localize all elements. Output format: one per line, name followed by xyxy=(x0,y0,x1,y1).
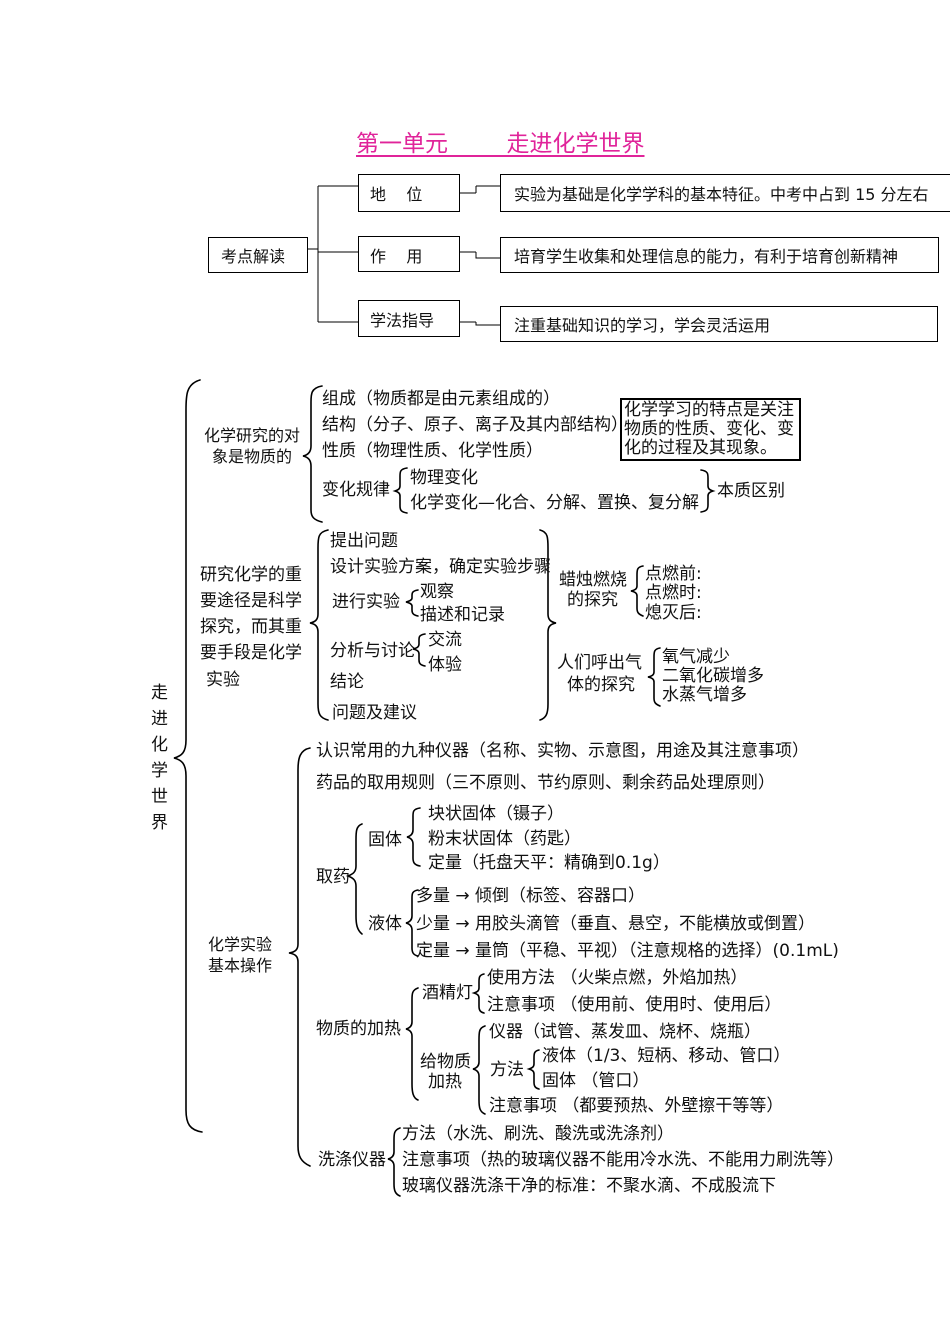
sec2-step: 问题及建议 xyxy=(332,703,417,723)
sec2-step: 分析与讨论 xyxy=(330,641,415,661)
breath-head-line: 体的探究 xyxy=(567,675,635,695)
sec2-head-line: 研究化学的重 xyxy=(200,565,302,585)
sec2-substep: 交流 xyxy=(428,630,462,650)
overview-root-label: 考点解读 xyxy=(221,247,286,266)
overview-item-box xyxy=(358,300,460,337)
heat-instr: 仪器（试管、蒸发皿、烧杯、烧瓶） xyxy=(489,1022,761,1042)
take-label: 取药 xyxy=(316,867,350,887)
sec2-step: 设计实验方案，确定实验步骤 xyxy=(330,557,551,577)
sec2-substep: 描述和记录 xyxy=(420,605,505,625)
sec1-note-box xyxy=(620,398,801,461)
liquid-item: 定量 → 量筒（平稳、平视）（注意规格的选择）(0.1mL) xyxy=(416,941,839,961)
heat-label: 物质的加热 xyxy=(316,1019,401,1039)
sec3-line: 药品的取用规则（三不原则、节约原则、剩余药品处理原则） xyxy=(316,773,775,793)
breath-item: 二氧化碳增多 xyxy=(662,666,764,686)
map-root-char: 进 xyxy=(151,709,168,729)
sec1-item: 结构（分子、原子、离子及其内部结构） xyxy=(322,415,628,435)
overview-desc-box xyxy=(500,306,938,342)
sec2-substep: 体验 xyxy=(428,655,462,675)
solid-item: 块状固体（镊子） xyxy=(428,804,564,824)
sec1-note-line: 化的过程及其现象。 xyxy=(624,438,777,458)
solid-item: 粉末状固体（药匙） xyxy=(428,829,581,849)
heat-caution: 注意事项 （都要预热、外壁擦干等等） xyxy=(489,1096,784,1116)
candle-item: 点燃前: xyxy=(645,564,702,584)
candle-head-line: 的探究 xyxy=(567,590,618,610)
breath-head-line: 人们呼出气 xyxy=(557,653,642,673)
sec2-head-line: 要途径是科学 xyxy=(200,591,302,611)
overview-item-label: 地 位 xyxy=(370,185,423,204)
sec1-head-line: 象是物质的 xyxy=(212,447,293,466)
wash-item: 注意事项（热的玻璃仪器不能用冷水洗、不能用力刷洗等） xyxy=(402,1150,844,1170)
candle-item: 熄灭后: xyxy=(645,603,702,623)
map-root-char: 学 xyxy=(151,761,168,781)
lamp-item: 注意事项 （使用前、使用时、使用后） xyxy=(487,995,782,1015)
wash-label: 洗涤仪器 xyxy=(318,1150,386,1170)
sec2-substep: 观察 xyxy=(420,582,454,602)
sec2-step: 进行实验 xyxy=(332,592,400,612)
breath-item: 氧气减少 xyxy=(662,647,730,667)
sec2-step: 提出问题 xyxy=(330,531,398,551)
method-item: 液体（1/3、短柄、移动、管口） xyxy=(542,1046,791,1066)
liquid-item: 多量 → 倾倒（标签、容器口） xyxy=(416,886,646,906)
sec1-change-item: 物理变化 xyxy=(410,468,478,488)
map-root-char: 界 xyxy=(151,813,168,833)
sec3-head-line: 基本操作 xyxy=(208,956,273,975)
overview-item-label: 学法指导 xyxy=(370,311,435,330)
sec2-head-line: 探究，而其重 xyxy=(200,617,302,637)
sec3-head-line: 化学实验 xyxy=(208,935,273,954)
sec1-change-label: 变化规律 xyxy=(322,480,390,500)
solid-label: 固体 xyxy=(368,830,402,850)
candle-head-line: 蜡烛燃烧 xyxy=(559,570,627,590)
overview-desc-text: 注重基础知识的学习，学会灵活运用 xyxy=(514,316,771,335)
liquid-label: 液体 xyxy=(368,914,402,934)
solid-item: 定量（托盘天平：精确到0.1g） xyxy=(428,853,670,873)
sec3-line: 认识常用的九种仪器（名称、实物、示意图，用途及其注意事项） xyxy=(316,741,809,761)
sec1-item: 组成（物质都是由元素组成的） xyxy=(322,389,560,409)
sec1-change-item: 化学变化—化合、分解、置换、复分解 xyxy=(410,493,699,513)
page-title: 第一单元 走进化学世界 xyxy=(356,131,645,157)
overview-item-label: 作 用 xyxy=(370,247,423,266)
liquid-item: 少量 → 用胶头滴管（垂直、悬空，不能横放或倒置） xyxy=(416,914,816,934)
overview-item-box xyxy=(358,174,460,212)
method-item: 固体 （管口） xyxy=(542,1071,650,1091)
sec1-head-line: 化学研究的对 xyxy=(204,426,301,445)
wash-item: 方法（水洗、刷洗、酸洗或洗涤剂） xyxy=(402,1124,674,1144)
heat-obj-line: 加热 xyxy=(428,1072,462,1092)
overview-desc-box xyxy=(500,174,950,212)
sec2-head-line: 实验 xyxy=(206,670,240,690)
overview-desc-text: 实验为基础是化学学科的基本特征。中考中占到 15 分左右 xyxy=(514,185,929,204)
heat-obj-line: 给物质 xyxy=(420,1052,471,1072)
sec1-diff-label: 本质区别 xyxy=(717,481,785,501)
wash-item: 玻璃仪器洗涤干净的标准：不聚水滴、不成股流下 xyxy=(402,1176,776,1196)
sec1-item: 性质（物理性质、化学性质） xyxy=(322,441,543,461)
sec1-note-line: 化学学习的特点是关注 xyxy=(624,400,794,420)
sec2-head-line: 要手段是化学 xyxy=(200,643,302,663)
overview-desc-box xyxy=(500,237,939,273)
map-root-char: 走 xyxy=(151,683,168,703)
breath-item: 水蒸气增多 xyxy=(662,685,747,705)
map-root-char: 化 xyxy=(151,735,168,755)
lamp-label: 酒精灯 xyxy=(422,983,473,1003)
sec1-note-line: 物质的性质、变化、变 xyxy=(624,419,794,439)
overview-root-box xyxy=(208,237,308,273)
map-root-char: 世 xyxy=(151,787,168,807)
sec2-step: 结论 xyxy=(330,672,364,692)
method-label: 方法 xyxy=(490,1060,524,1080)
overview-item-box xyxy=(358,236,460,272)
candle-item: 点燃时: xyxy=(645,583,702,603)
lamp-item: 使用方法 （火柴点燃，外焰加热） xyxy=(487,968,748,988)
overview-desc-text: 培育学生收集和处理信息的能力，有利于培育创新精神 xyxy=(514,247,899,266)
